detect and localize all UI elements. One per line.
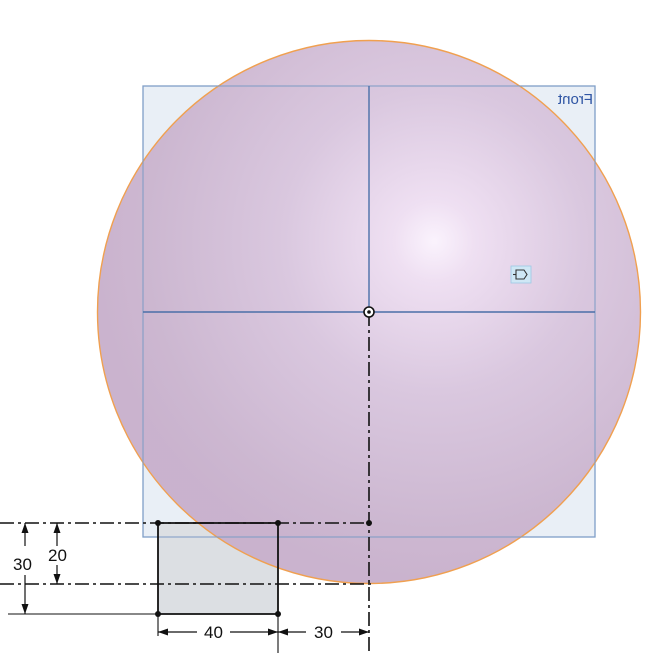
origin-point-icon[interactable] bbox=[363, 306, 375, 318]
dimension-vertical-30[interactable]: 30 bbox=[8, 523, 158, 615]
dimension-text-horizontal-width[interactable]: 40 bbox=[204, 623, 223, 642]
dimension-horizontal-40[interactable]: 40 bbox=[157, 614, 278, 642]
dimension-horizontal-30[interactable]: 30 bbox=[277, 614, 369, 653]
sketch-plane-icon bbox=[510, 265, 532, 284]
svg-text:Front: Front bbox=[557, 91, 593, 108]
dimension-text-vertical-total[interactable]: 30 bbox=[13, 555, 32, 574]
dimension-text-horizontal-offset[interactable]: 30 bbox=[314, 623, 333, 642]
dimension-text-vertical-partial[interactable]: 20 bbox=[48, 546, 67, 565]
dimension-vertical-20[interactable]: 20 bbox=[48, 523, 67, 584]
sketch-points[interactable] bbox=[155, 520, 372, 617]
sketch-rectangle[interactable] bbox=[157, 522, 279, 615]
plane-label: Front bbox=[557, 91, 593, 108]
